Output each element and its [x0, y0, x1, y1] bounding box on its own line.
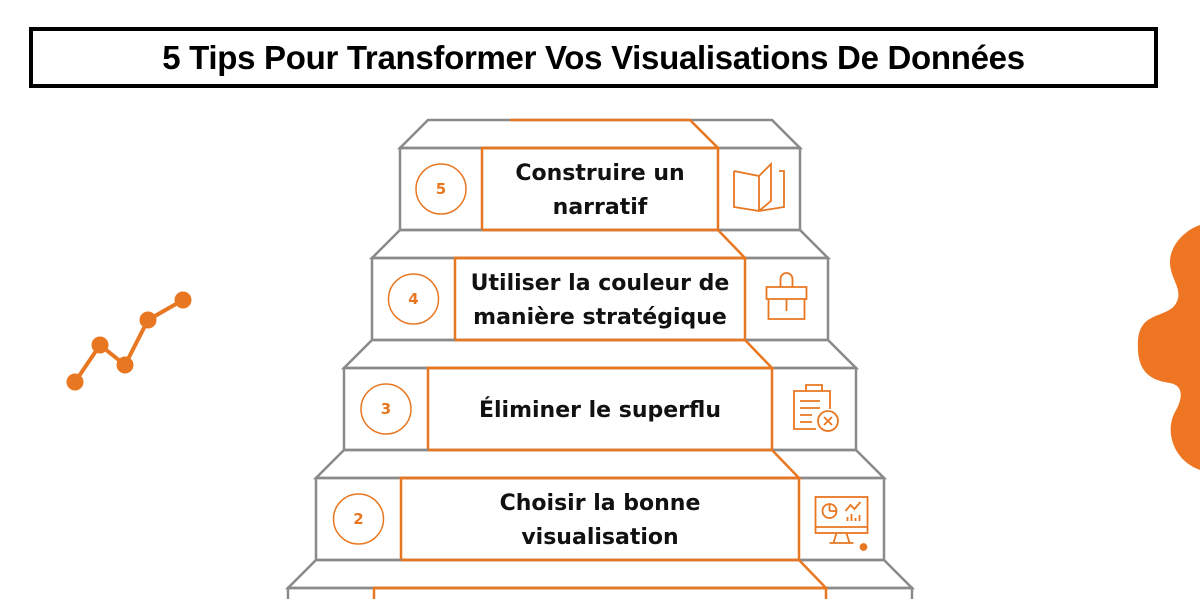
- orange-blob: [1137, 225, 1200, 470]
- step-number: 3: [381, 400, 391, 418]
- step-5-content: 5 Construire un narratif: [415, 161, 785, 220]
- step-tread: [340, 338, 860, 370]
- step-number-circle: [360, 383, 412, 435]
- step-label-line: Utiliser la couleur de: [471, 271, 730, 296]
- step-number-circle: [387, 273, 440, 325]
- step-number-circle: [332, 493, 385, 545]
- step-number: 2: [353, 510, 363, 528]
- title-box: 5 Tips Pour Transformer Vos Visualisatio…: [29, 27, 1158, 88]
- step-2: [312, 448, 888, 562]
- step-tread: [396, 118, 804, 150]
- step-label-line: manière stratégique: [473, 305, 727, 330]
- monitor-chart-icon: [814, 496, 869, 551]
- carpet-tread: [401, 448, 802, 480]
- carpet-tread: [455, 228, 748, 260]
- step-3: [340, 338, 860, 452]
- step-3-content: 3 Éliminer le superflu: [360, 383, 839, 435]
- step-label-line: narratif: [553, 195, 648, 220]
- step-tread: [368, 228, 832, 260]
- step-label-line: Construire un: [515, 161, 684, 186]
- step-label-line: Éliminer le superflu: [479, 397, 721, 423]
- trend-line-icon: [66, 291, 192, 391]
- step-tread: [284, 558, 916, 590]
- step-riser: [286, 586, 914, 599]
- step-tread: [312, 448, 888, 480]
- step-1: [284, 558, 916, 599]
- paint-brush-icon: [765, 272, 808, 320]
- page-title: 5 Tips Pour Transformer Vos Visualisatio…: [162, 38, 1025, 76]
- step-number: 4: [408, 290, 418, 308]
- step-2-content: 2 Choisir la bonne visualisation: [332, 491, 869, 551]
- step-label-line: visualisation: [521, 525, 678, 550]
- carpet-tread: [374, 558, 829, 590]
- carpet-riser: [372, 586, 828, 599]
- clipboard-x-icon: [793, 384, 839, 432]
- step-label-line: Choisir la bonne: [500, 491, 701, 516]
- carpet-tread: [428, 338, 775, 370]
- carpet-tread: [482, 118, 722, 150]
- step-number: 5: [436, 180, 446, 198]
- step-4-content: 4 Utiliser la couleur de manière stratégiq…: [387, 271, 808, 330]
- step-number-circle: [415, 163, 467, 215]
- open-book-icon: [733, 161, 785, 212]
